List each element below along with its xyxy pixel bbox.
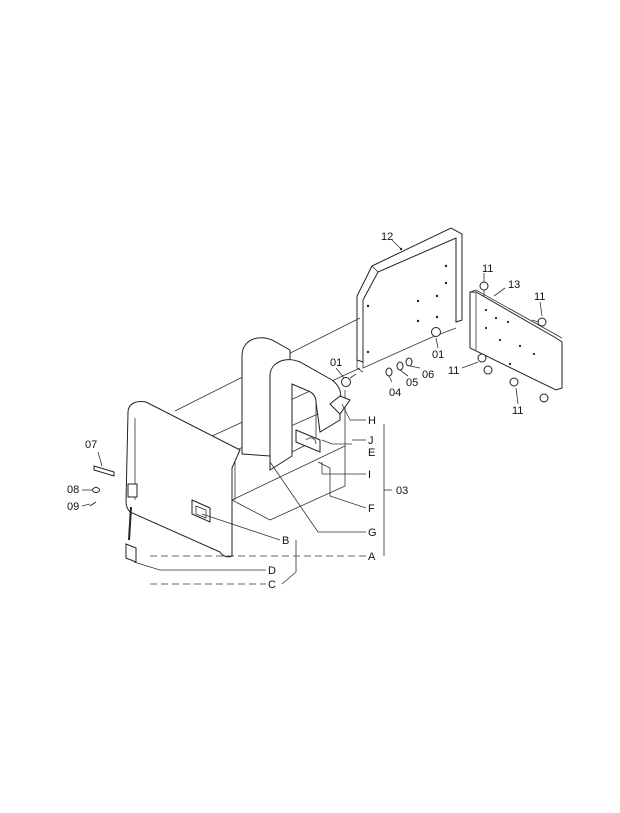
part-13-cover-plate — [469, 289, 563, 391]
label-11-right: 11 — [534, 291, 545, 303]
bolt-11-b — [531, 317, 547, 327]
washer-04 — [385, 367, 393, 377]
label-11-top: 11 — [482, 263, 493, 275]
bolt-11-d — [509, 377, 549, 403]
bolt-01-a — [341, 373, 357, 387]
nut-06 — [405, 357, 413, 367]
label-03: 03 — [396, 485, 408, 497]
label-H: H — [368, 415, 376, 427]
washer-05 — [396, 361, 404, 371]
label-08: 08 — [67, 484, 79, 496]
label-04: 04 — [389, 387, 401, 399]
hood-posts — [241, 337, 351, 471]
label-C: C — [268, 579, 276, 591]
label-G: G — [368, 527, 377, 539]
label-E: E — [368, 447, 375, 459]
label-05: 05 — [406, 377, 418, 389]
label-09: 09 — [67, 501, 79, 513]
label-J: J — [368, 435, 374, 447]
label-06: 06 — [422, 369, 434, 381]
bolt-11-a — [479, 281, 489, 296]
bolt-11-c — [477, 353, 493, 375]
label-13: 13 — [508, 279, 520, 291]
label-D: D — [268, 565, 276, 577]
label-B: B — [282, 535, 289, 547]
label-07: 07 — [85, 439, 97, 451]
bolt-01-b — [431, 327, 441, 337]
small-parts — [89, 465, 115, 507]
label-12: 12 — [381, 231, 393, 243]
label-11-bottom: 11 — [512, 405, 523, 417]
front-door-panel — [125, 401, 321, 563]
leader-lines — [81, 239, 543, 585]
label-F: F — [368, 503, 375, 515]
label-A: A — [368, 551, 376, 563]
label-01-left: 01 — [330, 357, 342, 369]
callout-labels: 12 13 11 11 11 11 01 01 04 05 06 07 08 0… — [67, 231, 545, 591]
label-I: I — [368, 469, 371, 481]
label-11-mid: 11 — [448, 365, 459, 377]
part-12-frame-panel — [356, 227, 463, 373]
fasteners — [341, 281, 549, 403]
label-01-right: 01 — [432, 349, 444, 361]
